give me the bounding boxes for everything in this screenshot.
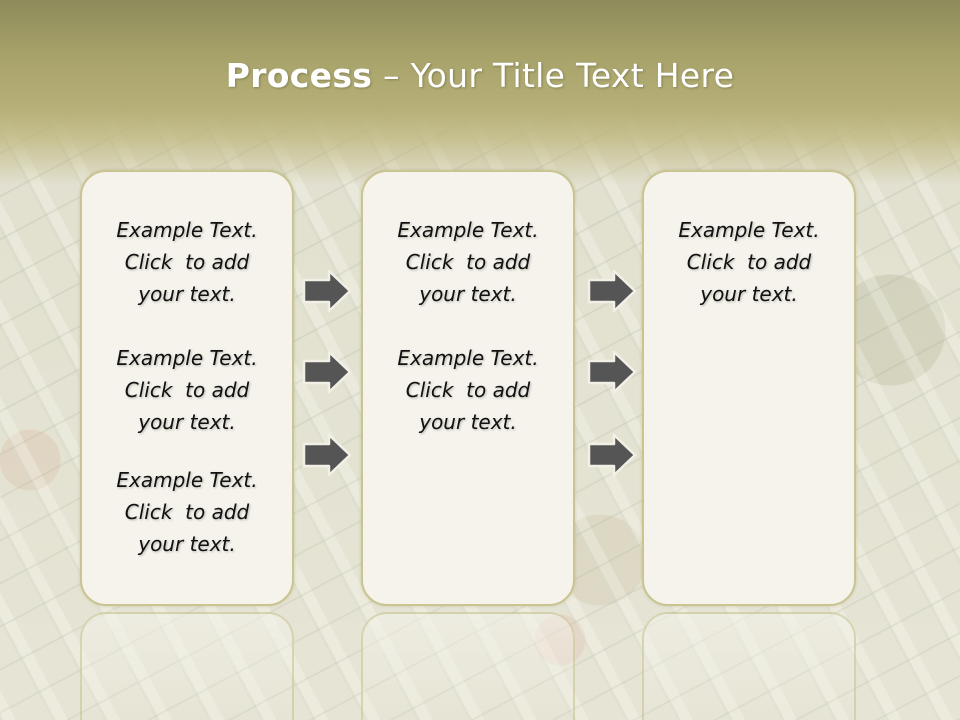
text-line: your text.: [700, 282, 798, 306]
text-line: Click to add: [405, 250, 531, 274]
text-line: Click to add: [124, 250, 250, 274]
text-block[interactable]: Example Text. Click to add your text.: [363, 342, 573, 438]
text-line: Click to add: [686, 250, 812, 274]
text-block[interactable]: Example Text. Click to add your text.: [363, 214, 573, 310]
text-line: your text.: [138, 282, 236, 306]
process-card-1[interactable]: Example Text. Click to add your text. Ex…: [80, 170, 294, 606]
arrow-right-icon: [302, 433, 352, 477]
arrow-right-icon: [587, 350, 637, 394]
title-bold-part: Process: [225, 56, 373, 95]
text-block[interactable]: Example Text. Click to add your text.: [82, 342, 292, 438]
text-line: your text.: [138, 532, 236, 556]
text-block[interactable]: Example Text. Click to add your text.: [82, 464, 292, 560]
arrow-right-icon: [587, 433, 637, 477]
text-line: Click to add: [124, 500, 250, 524]
card-reflection: [361, 612, 575, 720]
text-line: your text.: [138, 410, 236, 434]
text-line: your text.: [419, 410, 517, 434]
slide-title[interactable]: Process – Your Title Text Here: [0, 54, 960, 98]
text-line: Example Text.: [116, 346, 258, 370]
text-line: Example Text.: [678, 218, 820, 242]
text-block[interactable]: Example Text. Click to add your text.: [644, 214, 854, 310]
title-band: [0, 0, 960, 185]
text-line: Click to add: [405, 378, 531, 402]
title-rest-part: – Your Title Text Here: [372, 56, 735, 95]
process-card-2[interactable]: Example Text. Click to add your text. Ex…: [361, 170, 575, 606]
arrow-right-icon: [587, 269, 637, 313]
text-block[interactable]: Example Text. Click to add your text.: [82, 214, 292, 310]
text-line: Example Text.: [116, 468, 258, 492]
text-line: your text.: [419, 282, 517, 306]
text-line: Click to add: [124, 378, 250, 402]
text-line: Example Text.: [116, 218, 258, 242]
process-card-3[interactable]: Example Text. Click to add your text.: [642, 170, 856, 606]
text-line: Example Text.: [397, 218, 539, 242]
arrow-right-icon: [302, 350, 352, 394]
card-reflection: [642, 612, 856, 720]
card-reflection: [80, 612, 294, 720]
arrow-right-icon: [302, 269, 352, 313]
text-line: Example Text.: [397, 346, 539, 370]
